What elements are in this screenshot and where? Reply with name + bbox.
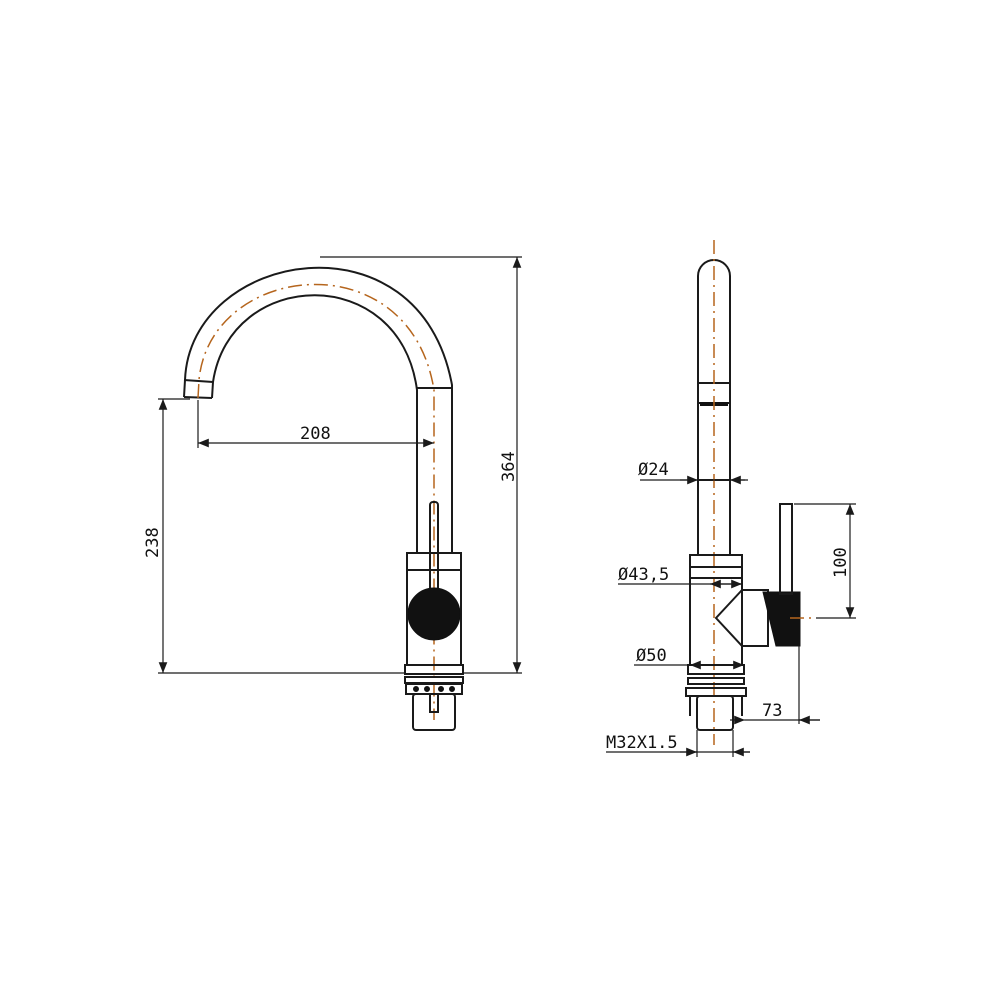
spout-ring-line (183, 379, 214, 383)
base-ring-upper (404, 664, 464, 675)
nut-bolt-1 (413, 686, 419, 692)
front-dimensions: 208 238 364 (143, 256, 522, 674)
spout-outer-contour (183, 266, 453, 553)
cartridge-cone (714, 589, 769, 647)
spout-diameter-label: Ø24 (638, 460, 669, 480)
spout-inner-contour (211, 294, 418, 553)
side-dimensions: Ø24 Ø43,5 Ø50 100 73 M32X1.5 (606, 460, 856, 757)
shank-pin (429, 693, 439, 713)
side-base-ring-upper (687, 664, 745, 675)
reach-dimension-label: 208 (300, 424, 331, 444)
front-view (183, 266, 464, 731)
nut-bolt-3 (438, 686, 444, 692)
side-lever (779, 503, 793, 595)
nut-bolt-2 (424, 686, 430, 692)
lever-height-label: 100 (831, 547, 851, 578)
base-ring-lower (404, 676, 464, 684)
side-view (685, 240, 816, 745)
side-threaded-shank (696, 695, 734, 731)
side-handle-block (762, 591, 801, 647)
body-diameter-label: Ø43,5 (618, 565, 669, 585)
side-base-ring-lower (687, 677, 745, 685)
total-height-label: 364 (499, 451, 519, 482)
spout-centerline (197, 283, 435, 720)
nut-bolt-4 (449, 686, 455, 692)
lever-reach-label: 73 (762, 701, 782, 721)
side-mounting-nut (685, 687, 747, 697)
handle-knob (407, 587, 461, 641)
thread-spec-label: M32X1.5 (606, 733, 678, 753)
base-diameter-label: Ø50 (636, 646, 667, 666)
outlet-height-label: 238 (143, 527, 163, 558)
side-body (689, 554, 743, 666)
